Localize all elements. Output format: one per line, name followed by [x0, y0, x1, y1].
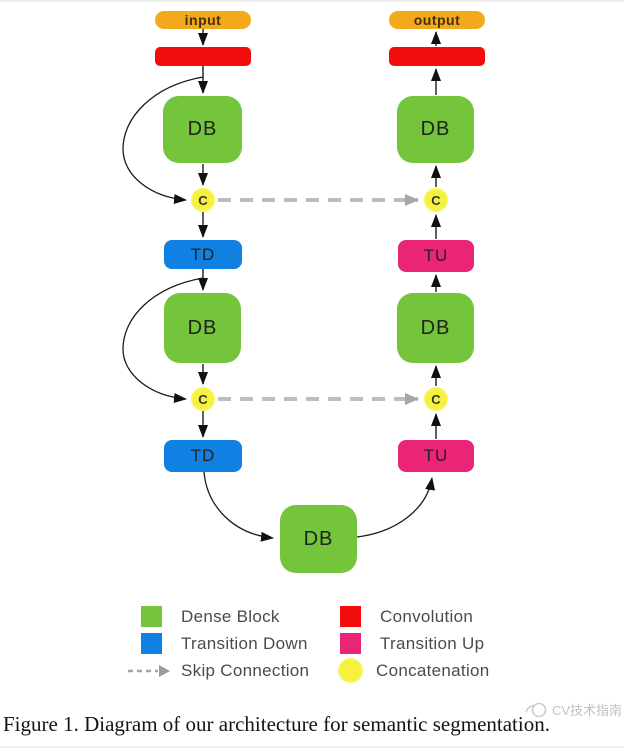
- concat-right-1: C: [424, 188, 448, 212]
- output-node: output: [389, 11, 485, 29]
- legend-label: Transition Up: [380, 633, 485, 653]
- legend-item-transition-up: Transition Up: [340, 633, 484, 654]
- concatenation-swatch: [338, 658, 363, 683]
- convolution-right: [389, 47, 485, 66]
- dense-block-left-2: DB: [164, 293, 241, 363]
- legend-item-transition-down: Transition Down: [141, 633, 308, 654]
- watermark-logo-icon: [525, 702, 547, 717]
- transition-down-1: TD: [164, 240, 242, 269]
- figure-caption: Figure 1. Diagram of our architecture fo…: [3, 712, 550, 736]
- watermark-text: CV技术指南: [551, 703, 622, 718]
- legend-label: Skip Connection: [181, 661, 310, 680]
- bottom-edge-artifact: [0, 746, 624, 748]
- legend-label: Convolution: [380, 606, 474, 626]
- top-edge-artifact: [0, 0, 624, 2]
- curve-bottleneck-to-tu2: [356, 477, 436, 538]
- convolution-swatch: [340, 606, 361, 627]
- legend-label: Concatenation: [376, 660, 490, 680]
- curve-bypass-db1: [122, 76, 204, 204]
- legend-item-dense-block: Dense Block: [141, 606, 280, 627]
- legend-item-skip-connection: Skip Connection: [126, 661, 309, 681]
- legend-label: Transition Down: [181, 633, 308, 653]
- convolution-left: [155, 47, 251, 66]
- dense-block-right-1: DB: [397, 96, 474, 163]
- concat-left-1: C: [191, 188, 215, 212]
- dense-block-swatch: [141, 606, 162, 627]
- curve-bypass-db2: [122, 277, 204, 403]
- transition-down-swatch: [141, 633, 162, 654]
- watermark: CV技术指南: [523, 700, 622, 719]
- transition-up-2: TU: [398, 440, 474, 472]
- transition-up-swatch: [340, 633, 361, 654]
- transition-down-2: TD: [164, 440, 242, 472]
- dense-block-right-2: DB: [397, 293, 474, 363]
- input-node: input: [155, 11, 251, 29]
- bypass-curves: [122, 76, 436, 542]
- legend-item-convolution: Convolution: [340, 606, 473, 627]
- legend-item-concatenation: Concatenation: [338, 658, 490, 683]
- curve-td2-to-bottleneck: [203, 471, 274, 542]
- dense-block-bottleneck: DB: [280, 505, 357, 573]
- dashed-arrow-icon: [128, 665, 170, 677]
- concat-right-2: C: [424, 387, 448, 411]
- legend: Dense Block Transition Down Skip Connect…: [0, 0, 624, 683]
- concat-left-2: C: [191, 387, 215, 411]
- transition-up-1: TU: [398, 240, 474, 272]
- dense-block-left-1: DB: [163, 96, 242, 163]
- skip-connections: [218, 194, 419, 405]
- connector-lines: [122, 29, 441, 542]
- legend-label: Dense Block: [181, 606, 280, 626]
